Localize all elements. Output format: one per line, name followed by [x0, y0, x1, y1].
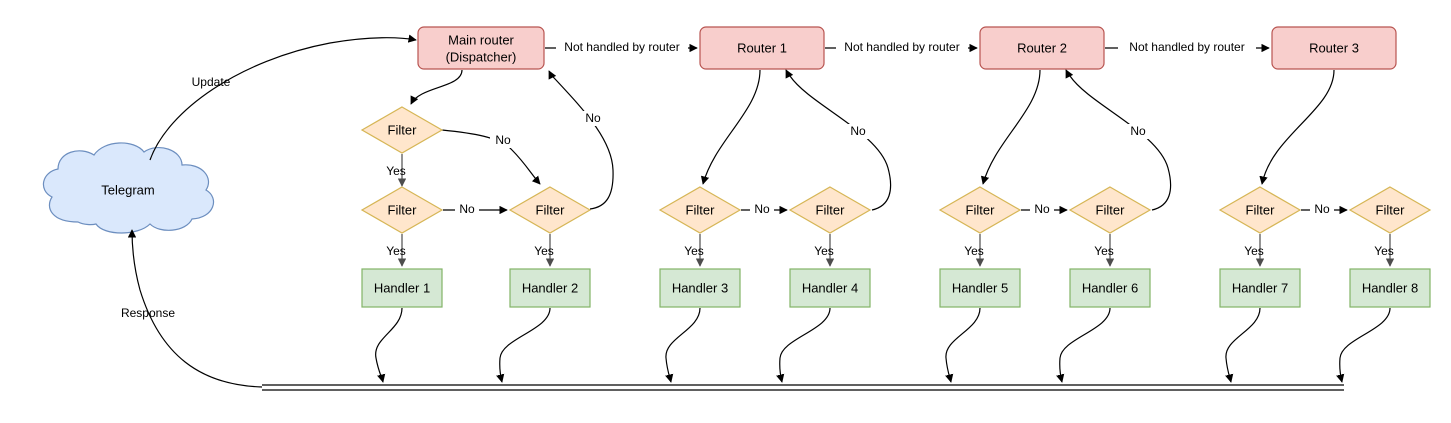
edge-handler-4-to-bus	[776, 307, 831, 383]
handler-5-label: Handler 5	[952, 280, 1008, 295]
edge-handler-2-to-bus	[496, 307, 551, 383]
edge-update	[149, 34, 417, 161]
edge-filter-6-no-to-router2	[1065, 69, 1172, 211]
node-filter-3[interactable]: Filter	[658, 186, 742, 234]
node-handler-6[interactable]: Handler 6	[1069, 268, 1151, 308]
edge-response	[127, 229, 263, 388]
edge-filter-2-no-to-main-router	[548, 70, 614, 210]
edge-label-no-3: No	[459, 202, 475, 216]
node-filter-8[interactable]: Filter	[1348, 186, 1432, 234]
handler-6-label: Handler 6	[1082, 280, 1138, 295]
node-filter-4[interactable]: Filter	[788, 186, 872, 234]
node-filter-2[interactable]: Filter	[360, 186, 444, 234]
edge-router2-to-filter-5	[980, 69, 1041, 185]
handler-1-label: Handler 1	[374, 280, 430, 295]
filter-6-label: Filter	[1096, 202, 1126, 217]
edge-label-yes-4: Yes	[814, 244, 834, 258]
node-handler-8[interactable]: Handler 8	[1349, 268, 1431, 308]
filter-1-label: Filter	[388, 122, 418, 137]
edge-label-no-5: No	[754, 202, 770, 216]
edge-handler-7-to-bus	[1225, 307, 1261, 383]
node-router-2[interactable]: Router 2	[979, 26, 1105, 70]
handler-4-label: Handler 4	[802, 280, 858, 295]
edge-label-no-7: No	[1034, 202, 1050, 216]
edge-label-yes-top-1: Yes	[386, 164, 406, 178]
node-router-1[interactable]: Router 1	[699, 26, 825, 70]
filter-2b-label: Filter	[536, 202, 566, 217]
handler-8-label: Handler 8	[1362, 280, 1418, 295]
edge-handler-8-to-bus	[1336, 307, 1391, 383]
filter-7-label: Filter	[1246, 202, 1276, 217]
edge-label-yes-8: Yes	[1374, 244, 1394, 258]
edge-router1-to-filter-3	[700, 69, 761, 185]
edge-label-no-1: No	[495, 133, 511, 147]
edge-label-no-4: No	[850, 124, 866, 138]
node-filter-2b[interactable]: Filter	[508, 186, 592, 234]
router-3-label: Router 3	[1309, 40, 1359, 55]
edge-label-yes-1: Yes	[386, 244, 406, 258]
response-bus	[262, 384, 1344, 391]
edge-label-yes-5: Yes	[964, 244, 984, 258]
handler-7-label: Handler 7	[1232, 280, 1288, 295]
edge-label-no-8: No	[1314, 202, 1330, 216]
filter-8-label: Filter	[1376, 202, 1406, 217]
edge-label-update: Update	[192, 75, 231, 89]
edge-label-yes-2: Yes	[534, 244, 554, 258]
filter-3-label: Filter	[686, 202, 716, 217]
node-handler-4[interactable]: Handler 4	[789, 268, 871, 308]
main-router-label-line1: Main router	[448, 32, 514, 47]
node-handler-3[interactable]: Handler 3	[659, 268, 741, 308]
edge-handler-6-to-bus	[1056, 307, 1111, 383]
edge-filter-1-no-to-filter-2	[441, 129, 541, 185]
edge-label-no-6: No	[1130, 124, 1146, 138]
edge-label-yes-6: Yes	[1094, 244, 1114, 258]
edge-router3-to-filter-7	[1259, 69, 1335, 185]
edge-label-not-handled-3: Not handled by router	[1129, 40, 1244, 54]
edge-label-no-2: No	[585, 111, 601, 125]
node-filter-5[interactable]: Filter	[938, 186, 1022, 234]
edge-label-not-handled-2: Not handled by router	[844, 40, 959, 54]
node-handler-1[interactable]: Handler 1	[361, 268, 443, 308]
node-filter-7[interactable]: Filter	[1218, 186, 1302, 234]
node-handler-2[interactable]: Handler 2	[509, 268, 591, 308]
edge-label-not-handled-1: Not handled by router	[564, 40, 679, 54]
router-1-label: Router 1	[737, 40, 787, 55]
node-handler-5[interactable]: Handler 5	[939, 268, 1021, 308]
edge-handler-5-to-bus	[945, 307, 981, 383]
node-filter-6[interactable]: Filter	[1068, 186, 1152, 234]
telegram-cloud: Telegram	[42, 142, 215, 234]
telegram-label: Telegram	[101, 182, 154, 197]
handler-2-label: Handler 2	[522, 280, 578, 295]
filter-4-label: Filter	[816, 202, 846, 217]
edge-label-yes-3: Yes	[684, 244, 704, 258]
filter-2-label: Filter	[388, 202, 418, 217]
router-2-label: Router 2	[1017, 40, 1067, 55]
edge-main-to-filter-1	[410, 69, 463, 105]
handler-3-label: Handler 3	[672, 280, 728, 295]
edge-filter-4-no-to-router1	[785, 69, 892, 211]
node-router-3[interactable]: Router 3	[1271, 26, 1397, 70]
main-router-label-line2: (Dispatcher)	[446, 49, 517, 64]
edge-label-response: Response	[121, 306, 175, 320]
edge-handler-1-to-bus	[375, 307, 403, 383]
edge-handler-3-to-bus	[665, 307, 701, 383]
edge-label-yes-7: Yes	[1244, 244, 1264, 258]
node-filter-1[interactable]: Filter	[360, 106, 444, 154]
node-handler-7[interactable]: Handler 7	[1219, 268, 1301, 308]
node-main-router[interactable]: Main router (Dispatcher)	[417, 26, 545, 70]
filter-5-label: Filter	[966, 202, 996, 217]
